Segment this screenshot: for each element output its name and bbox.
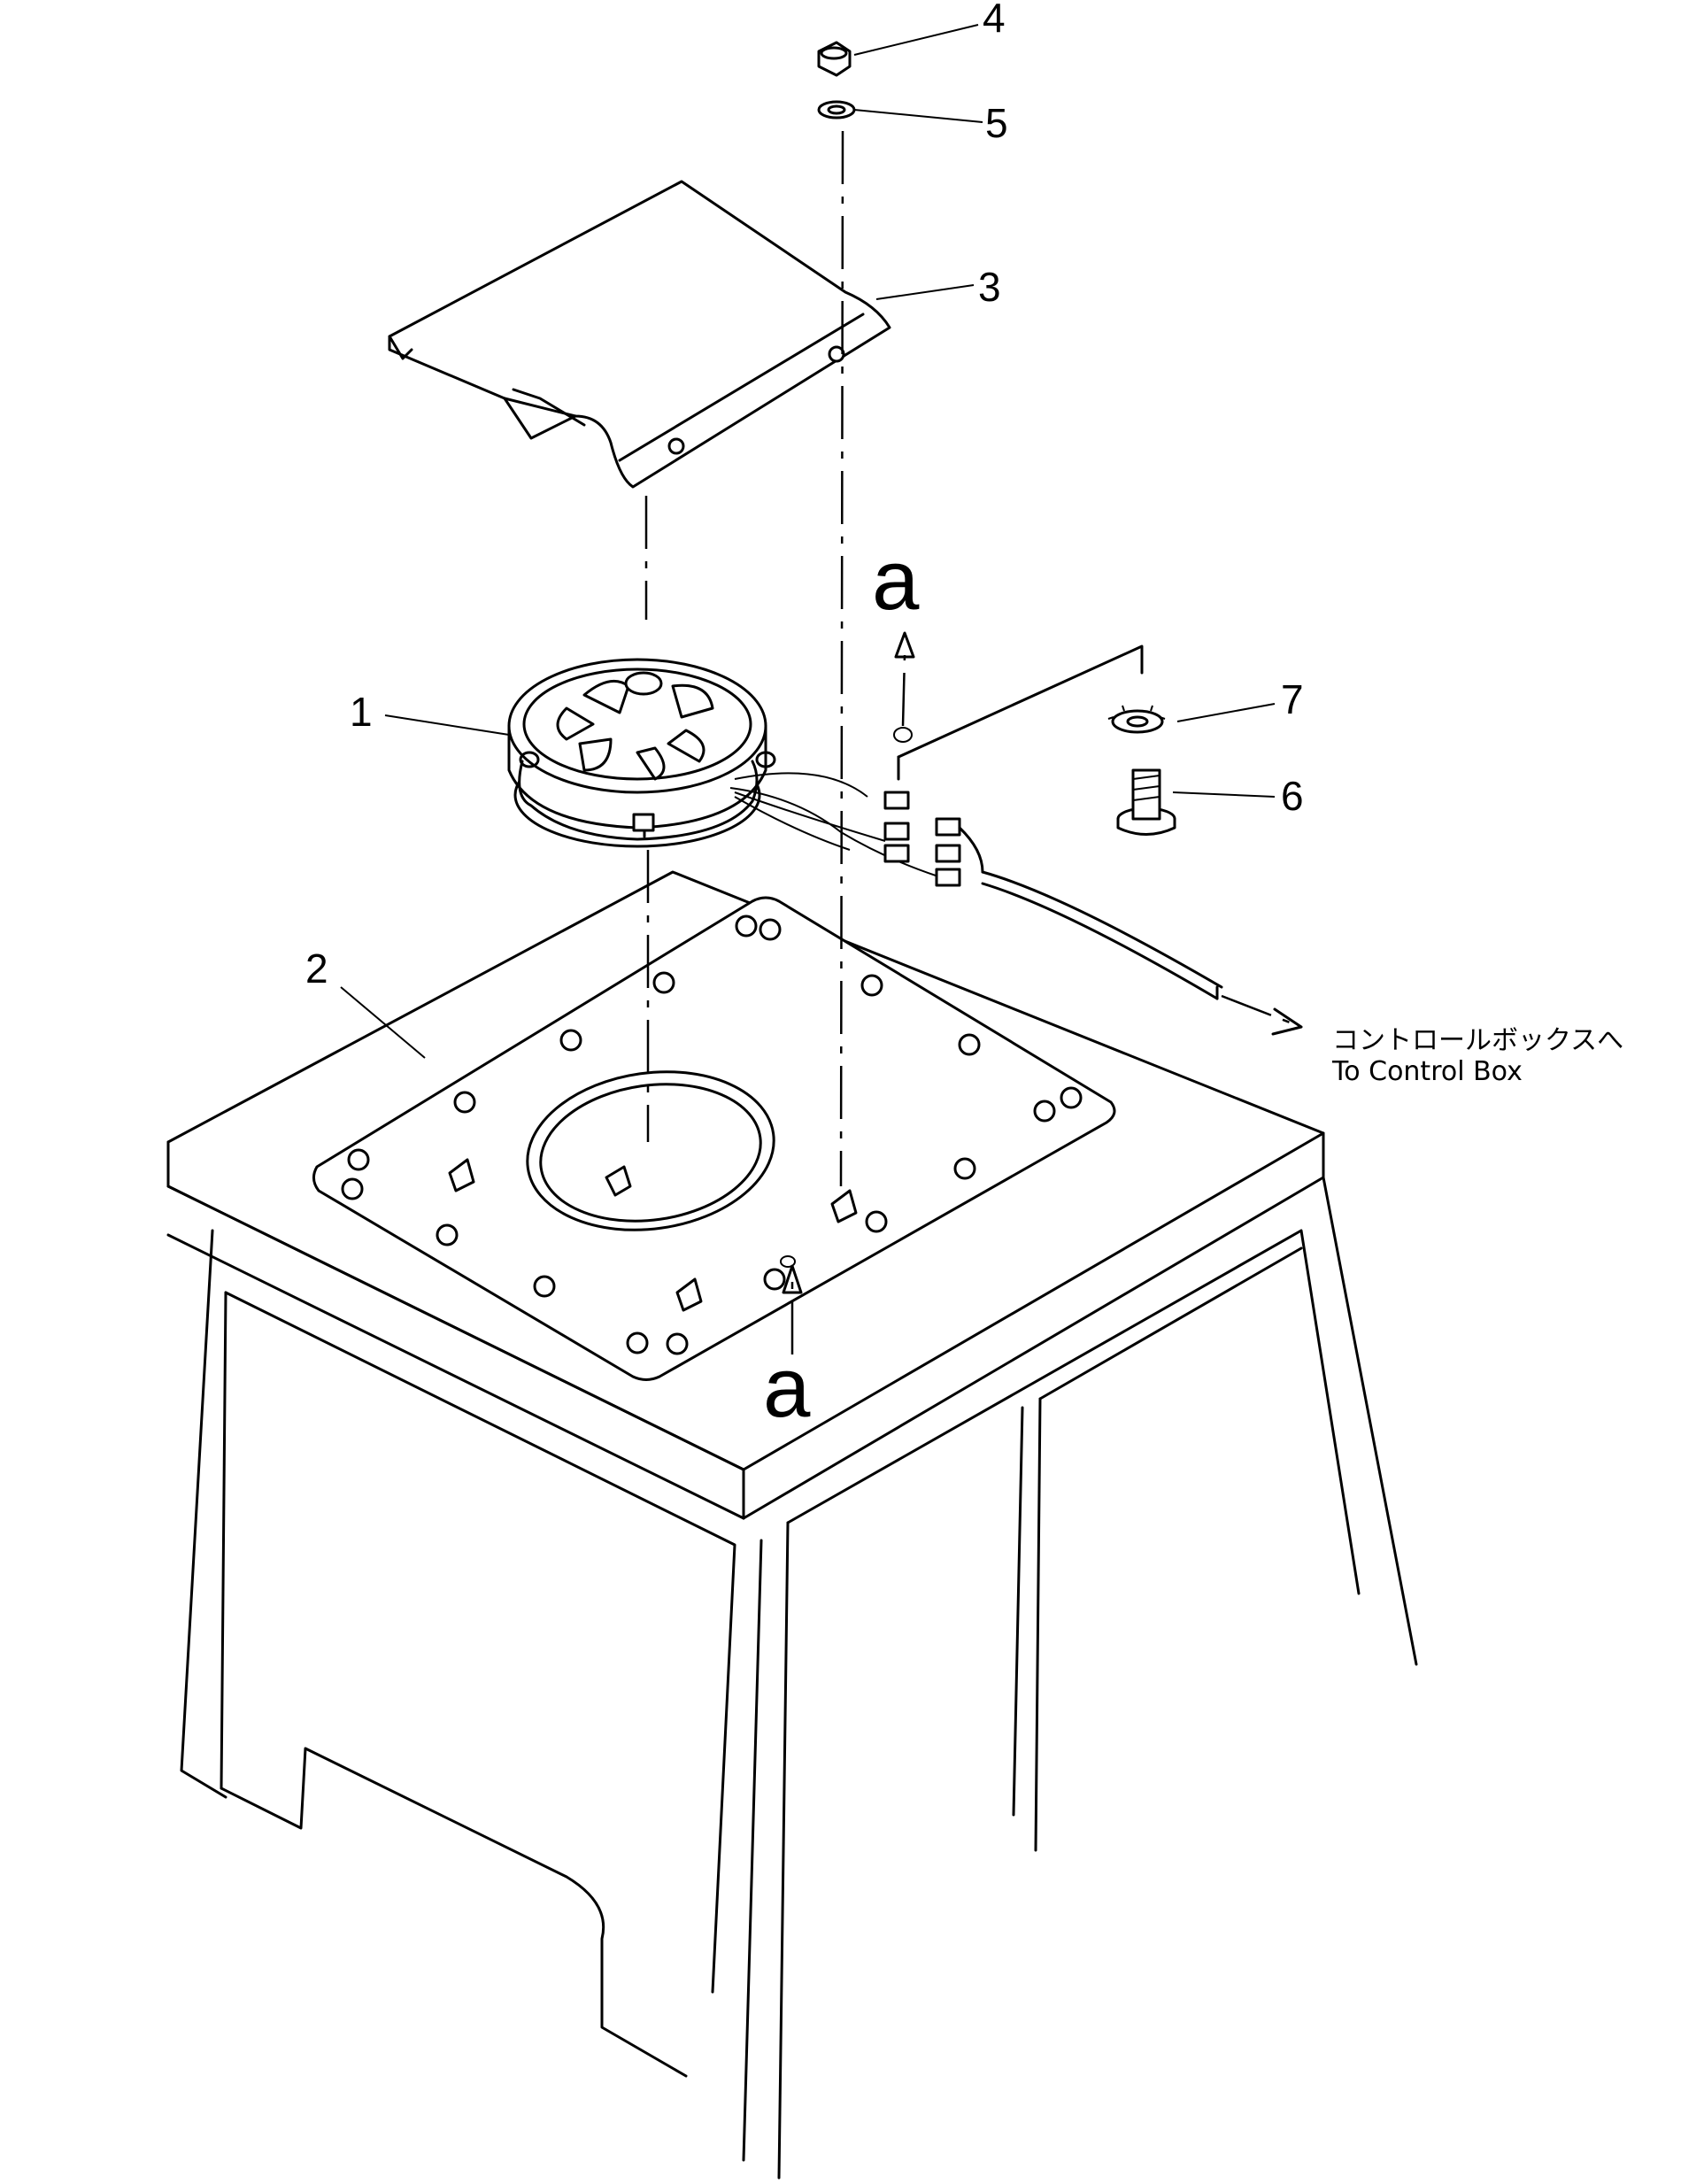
bolt	[1116, 768, 1176, 836]
wire-harness	[729, 772, 1303, 1036]
callout-2: 2	[305, 945, 328, 992]
mount-plate	[312, 896, 1116, 1381]
destination-label-jp: コントロールボックスへ	[1332, 1025, 1623, 1056]
washer	[817, 100, 856, 120]
callout-7: 7	[1281, 676, 1304, 722]
fan-assembly	[507, 658, 776, 848]
lock-washer	[1107, 705, 1166, 734]
cover-plate	[388, 180, 891, 489]
callout-3: 3	[978, 264, 1001, 310]
view-mark-bottom: a	[763, 1340, 811, 1435]
callout-6: 6	[1281, 773, 1304, 819]
nut	[817, 41, 852, 77]
callout-5: 5	[985, 100, 1008, 146]
destination-label-en: To Control Box	[1331, 1056, 1523, 1087]
callout-1: 1	[350, 689, 373, 735]
view-mark-top: a	[872, 533, 920, 628]
callout-4: 4	[983, 0, 1006, 41]
centerlines	[644, 130, 1144, 1354]
plate-bolts	[341, 915, 1083, 1355]
leader-lines	[340, 24, 1276, 1059]
